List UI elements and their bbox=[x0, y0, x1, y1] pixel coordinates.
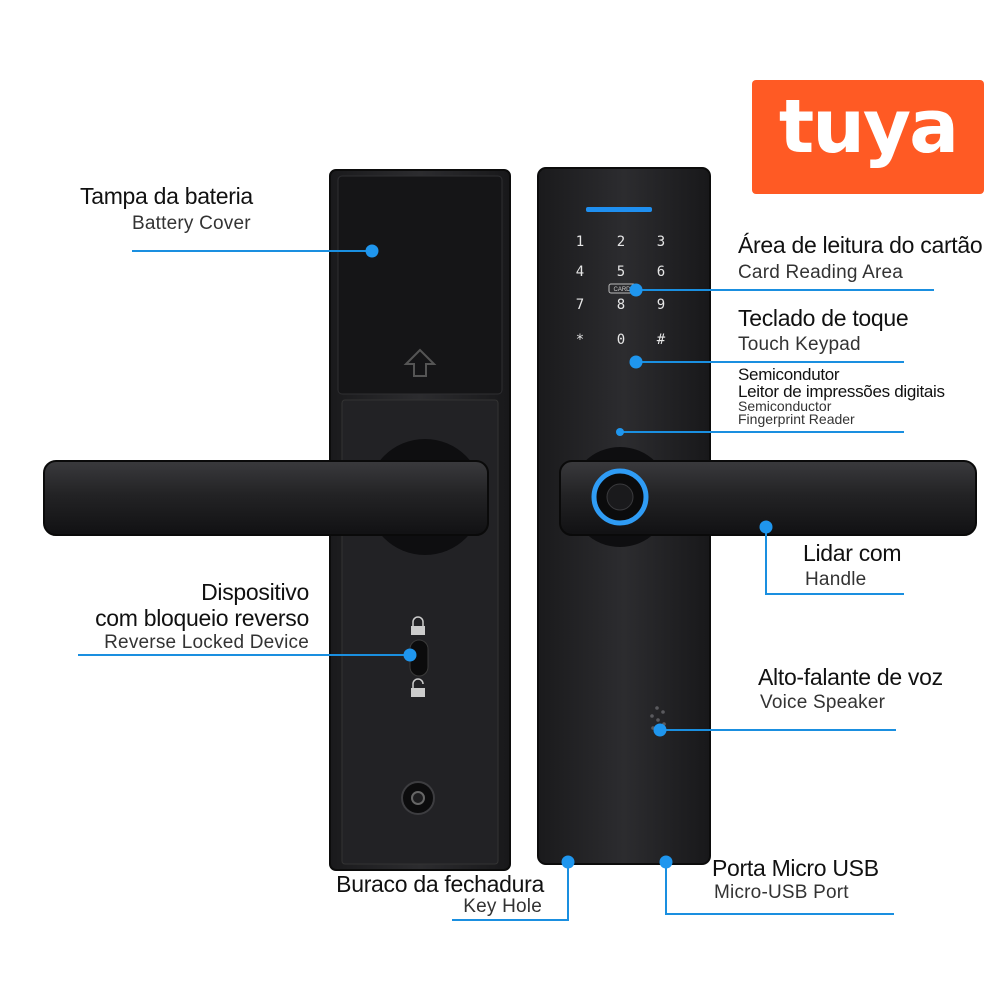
outer-handle[interactable] bbox=[559, 460, 977, 536]
unlock-icon bbox=[412, 678, 424, 688]
touch-keypad[interactable]: 1 2 3 4 5 6 7 8 9 * 0 # CARD bbox=[576, 234, 666, 348]
keypad-key[interactable]: 5 bbox=[617, 264, 625, 280]
keypad-key[interactable]: 0 bbox=[617, 332, 625, 348]
outer-lock-body: 1 2 3 4 5 6 7 8 9 * 0 # CARD bbox=[537, 167, 977, 865]
handle-label-pt: Lidar com bbox=[803, 540, 902, 566]
touch-keypad-label-pt: Teclado de toque bbox=[738, 305, 909, 331]
keypad-key[interactable]: 7 bbox=[576, 297, 584, 313]
keypad-key[interactable]: 9 bbox=[657, 297, 665, 313]
keypad-key[interactable]: 4 bbox=[576, 264, 584, 280]
inner-lock-body bbox=[43, 169, 511, 871]
arrow-up-icon bbox=[403, 348, 437, 377]
key-hole bbox=[401, 781, 435, 815]
callout-dots bbox=[365, 244, 773, 869]
reverse-lock-switch[interactable] bbox=[409, 616, 429, 697]
card-tag-label: CARD bbox=[613, 287, 631, 293]
lock-icon bbox=[412, 616, 424, 626]
card-reader-indicator bbox=[586, 207, 652, 212]
fingerprint-label-en-2: Fingerprint Reader bbox=[738, 411, 855, 427]
fingerprint-reader[interactable] bbox=[591, 468, 649, 526]
keypad-key[interactable]: 2 bbox=[617, 234, 625, 250]
micro-usb-label-pt: Porta Micro USB bbox=[712, 855, 879, 881]
keypad-key[interactable]: 6 bbox=[657, 264, 665, 280]
keypad-key[interactable]: * bbox=[576, 332, 584, 348]
tuya-logo-text: tuya bbox=[778, 84, 959, 170]
key-hole-label-en: Key Hole bbox=[463, 896, 542, 917]
battery-cover-label-pt: Tampa da bateria bbox=[80, 183, 253, 209]
battery-cover-label-en: Battery Cover bbox=[132, 213, 251, 234]
card-reading-label-pt: Área de leitura do cartão bbox=[738, 232, 983, 258]
fingerprint-label-pt-1: Semicondutor bbox=[738, 365, 840, 384]
card-reading-label-en: Card Reading Area bbox=[738, 262, 904, 283]
voice-speaker-label-en: Voice Speaker bbox=[760, 692, 886, 713]
inner-handle[interactable] bbox=[43, 460, 489, 536]
key-hole-label-pt: Buraco da fechadura bbox=[336, 871, 544, 897]
tuya-logo: tuya bbox=[752, 80, 984, 194]
touch-keypad-label-en: Touch Keypad bbox=[738, 334, 861, 355]
fingerprint-label-en-1: Semiconductor bbox=[738, 398, 832, 414]
micro-usb-label-en: Micro-USB Port bbox=[714, 882, 849, 903]
fingerprint-label-pt-2: Leitor de impressões digitais bbox=[738, 382, 945, 401]
voice-speaker-label-pt: Alto-falante de voz bbox=[758, 664, 943, 690]
keypad-key[interactable]: 1 bbox=[576, 234, 584, 250]
reverse-lock-label-pt-2: com bloqueio reverso bbox=[95, 605, 309, 631]
battery-cover[interactable] bbox=[337, 175, 503, 395]
handle-label-en: Handle bbox=[805, 569, 867, 590]
callout-lines bbox=[78, 250, 934, 921]
keypad-key[interactable]: 8 bbox=[617, 297, 625, 313]
keypad-key[interactable]: # bbox=[657, 332, 666, 348]
keypad-key[interactable]: 3 bbox=[657, 234, 665, 250]
reverse-lock-label-en: Reverse Locked Device bbox=[104, 632, 309, 653]
reverse-lock-label-pt-1: Dispositivo bbox=[201, 579, 309, 605]
